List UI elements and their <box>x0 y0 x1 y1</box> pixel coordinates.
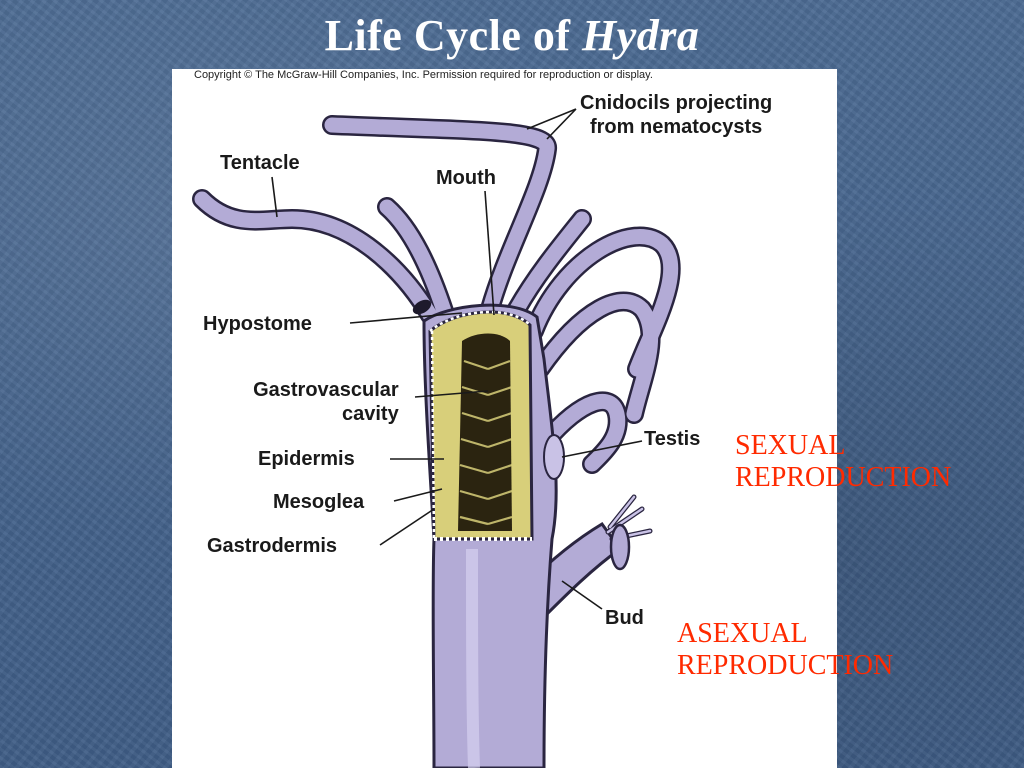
slide-title: Life Cycle of Hydra <box>0 14 1024 58</box>
hydra-illustration <box>192 108 681 768</box>
hypostome-tip <box>412 299 432 315</box>
label-gastrodermis: Gastrodermis <box>207 535 338 557</box>
bud <box>525 494 653 620</box>
label-bud: Bud <box>605 607 644 629</box>
leader-lines <box>271 108 643 610</box>
title-text: Life Cycle of <box>324 11 583 60</box>
label-testis: Testis <box>644 428 701 450</box>
label-epidermis: Epidermis <box>258 448 355 470</box>
gastrovascular-cavity <box>458 333 512 531</box>
label-hypostome: Hypostome <box>203 313 312 335</box>
tentacles <box>192 115 681 474</box>
label-mouth: Mouth <box>436 167 496 189</box>
label-mesoglea: Mesoglea <box>273 491 365 513</box>
title-italic: Hydra <box>582 11 700 60</box>
testis <box>543 434 565 480</box>
copyright-notice: Copyright © The McGraw-Hill Companies, I… <box>194 69 653 81</box>
label-tentacle: Tentacle <box>220 152 300 174</box>
hydra-figure: Copyright © The McGraw-Hill Companies, I… <box>172 69 837 768</box>
